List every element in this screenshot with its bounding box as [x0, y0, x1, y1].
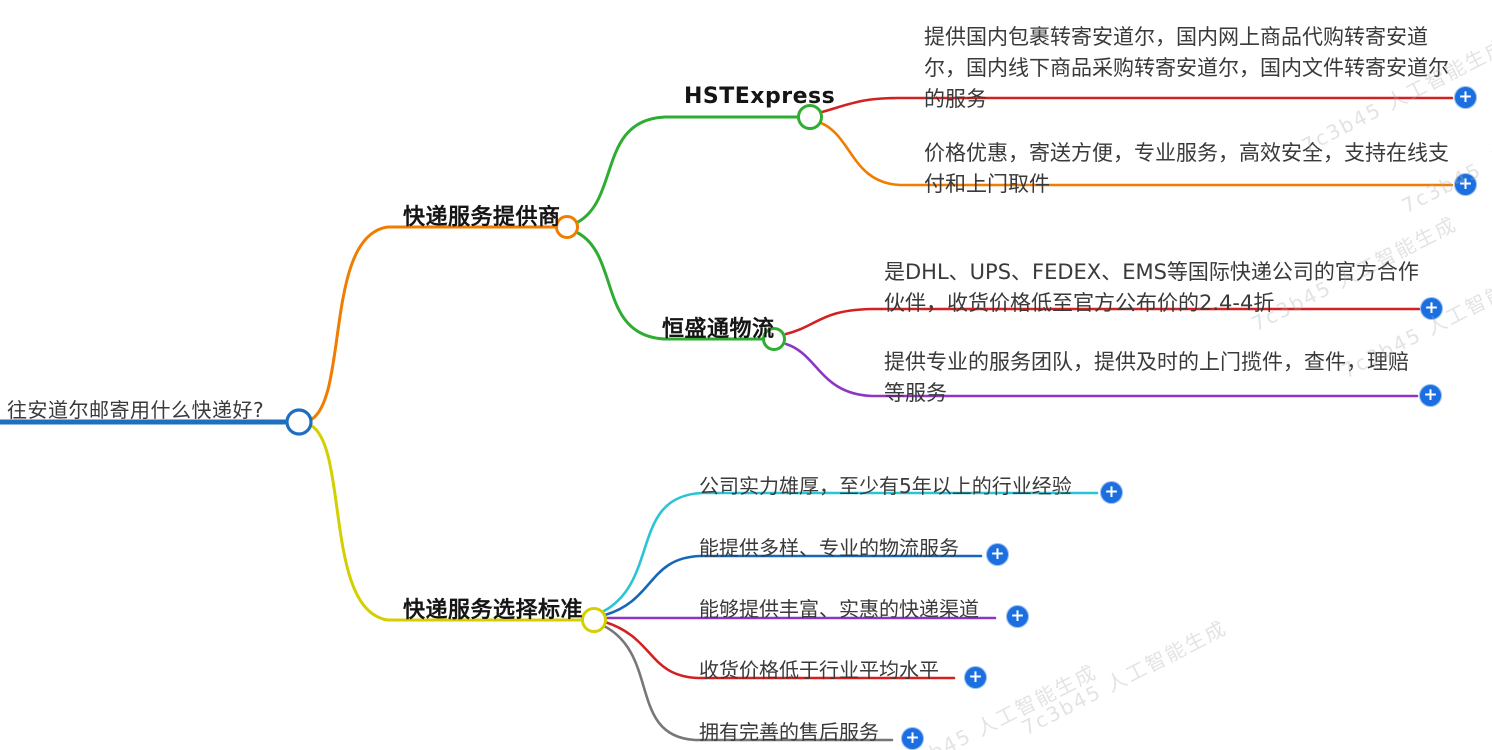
leaf-hengshengtong-partner[interactable]: 是DHL、UPS、FEDEX、EMS等国际快递公司的官方合作伙伴，收货价格低至官…	[884, 260, 1419, 315]
provider-node-label[interactable]: 快递服务提供商	[403, 205, 561, 230]
connector-leaf-hst-3	[784, 307, 1421, 336]
provider-node-handle[interactable]	[555, 215, 579, 239]
connector-criteria-5	[602, 624, 894, 742]
leaf-criteria-channels[interactable]: 能够提供丰富、实惠的快递渠道	[699, 597, 979, 621]
add-child-button-criteria-5[interactable]: +	[901, 727, 924, 750]
connector-leaf-hst-2	[819, 121, 1454, 187]
hstexpress-node-handle[interactable]	[797, 104, 823, 130]
connector-hstexpress	[576, 115, 800, 224]
leaf-criteria-services[interactable]: 能提供多样、专业的物流服务	[699, 536, 959, 560]
root-node-handle[interactable]	[285, 408, 313, 436]
leaf-hst-advantages[interactable]: 价格优惠，寄送方便，专业服务，高效安全，支持在线支付和上门取件	[924, 141, 1449, 196]
hengshengtong-node-handle[interactable]	[762, 327, 786, 351]
leaf-criteria-experience[interactable]: 公司实力雄厚，至少有5年以上的行业经验	[699, 474, 1072, 498]
hengshengtong-node-label[interactable]: 恒盛通物流	[662, 317, 775, 342]
connector-provider-branch	[310, 225, 558, 421]
add-child-button-hst-4[interactable]: +	[1419, 384, 1442, 407]
leaf-criteria-aftersale[interactable]: 拥有完善的售后服务	[699, 720, 879, 744]
connector-hengshengtong	[576, 231, 764, 341]
root-node-label[interactable]: 往安道尔邮寄用什么快递好?	[7, 398, 265, 422]
leaf-criteria-price[interactable]: 收货价格低于行业平均水平	[699, 658, 939, 682]
connector-criteria-1	[602, 491, 1099, 613]
add-child-button-criteria-3[interactable]: +	[1006, 605, 1029, 628]
connector-leaf-hst-1	[820, 96, 1454, 114]
add-child-button-hst-1[interactable]: +	[1454, 86, 1477, 109]
connector-criteria-4	[603, 620, 956, 680]
criteria-node-label[interactable]: 快递服务选择标准	[403, 598, 584, 623]
add-child-button-criteria-4[interactable]: +	[964, 666, 987, 689]
add-child-button-criteria-2[interactable]: +	[986, 543, 1009, 566]
criteria-node-handle[interactable]	[581, 607, 607, 633]
hstexpress-node-label[interactable]: HSTExpress	[684, 84, 836, 109]
leaf-hengshengtong-team[interactable]: 提供专业的服务团队，提供及时的上门揽件，查件，理赔等服务	[884, 350, 1409, 405]
add-child-button-hst-3[interactable]: +	[1420, 297, 1443, 320]
connector-criteria-2	[603, 554, 983, 617]
connector-leaf-hst-4	[784, 342, 1419, 398]
connector-criteria-branch	[310, 424, 585, 622]
add-child-button-criteria-1[interactable]: +	[1100, 481, 1123, 504]
leaf-hst-services[interactable]: 提供国内包裹转寄安道尔，国内网上商品代购转寄安道尔，国内线下商品采购转寄安道尔，…	[924, 25, 1449, 111]
add-child-button-hst-2[interactable]: +	[1454, 173, 1477, 196]
